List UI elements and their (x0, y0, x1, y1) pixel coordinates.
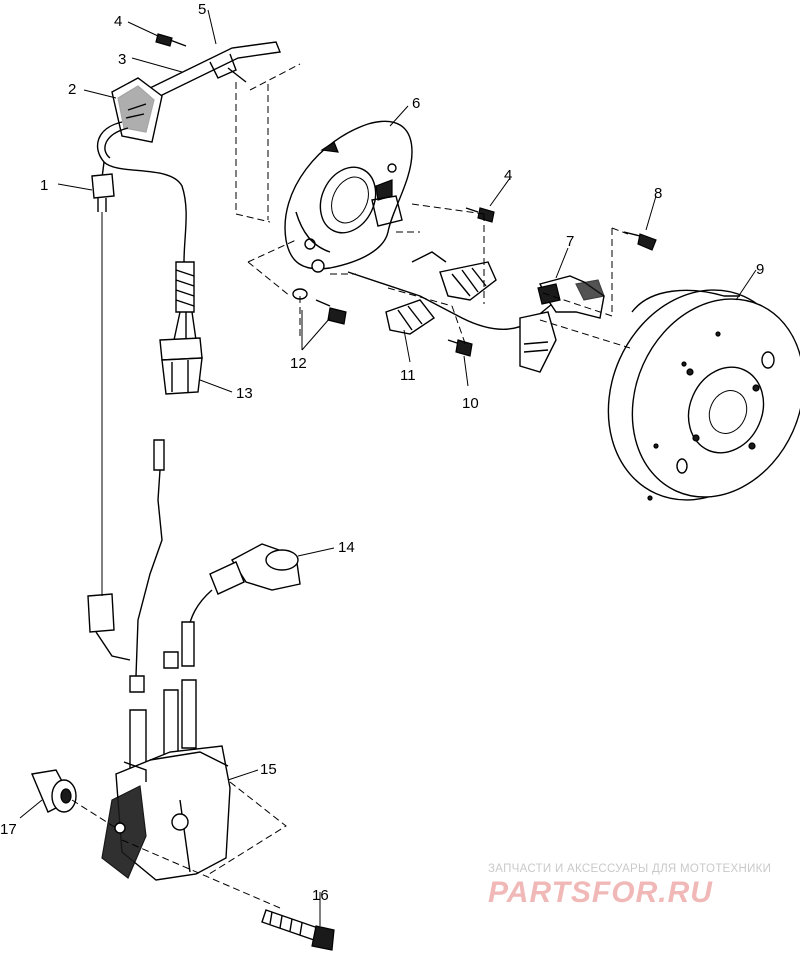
spark-plug-cap (187, 543, 301, 633)
callout-6: 6 (412, 95, 420, 112)
rubber-grommet (31, 769, 77, 813)
pickup-coils (347, 251, 605, 373)
callout-5: 5 (198, 1, 206, 18)
callout-8: 8 (654, 185, 662, 202)
mounting-bolt (261, 909, 335, 951)
watermark-tagline: ЗАПЧАСТИ И АКСЕССУАРЫ ДЛЯ МОТОТЕХНИКИ (488, 863, 771, 875)
callout-2: 2 (68, 81, 76, 98)
callout-4-top: 4 (114, 13, 122, 30)
callout-10: 10 (462, 395, 479, 412)
callout-13: 13 (236, 385, 253, 402)
ignition-coil (101, 745, 231, 881)
callout-17: 17 (0, 821, 17, 838)
callout-7: 7 (566, 233, 574, 250)
watermark-brand: PARTSFOR.RU (488, 876, 713, 909)
callout-11: 11 (400, 367, 416, 384)
flywheel (607, 289, 800, 501)
callout-14: 14 (338, 539, 355, 556)
wiring-harness (91, 33, 281, 395)
callout-4-right: 4 (504, 167, 512, 184)
ignition-wires (87, 212, 197, 773)
watermark: ЗАПЧАСТИ И АКСЕССУАРЫ ДЛЯ МОТОТЕХНИКИ PA… (488, 863, 771, 909)
callout-16: 16 (312, 887, 329, 904)
callout-labels: 1 2 3 4 4 5 6 7 8 9 10 11 12 13 14 15 16… (0, 1, 764, 904)
callout-1: 1 (40, 177, 48, 194)
callout-3: 3 (118, 51, 126, 68)
callout-15: 15 (260, 761, 277, 778)
leader-lines (19, 9, 757, 926)
assembly-lines (71, 63, 631, 909)
stator-plate (284, 120, 413, 273)
callout-9: 9 (756, 261, 764, 278)
callout-12: 12 (290, 355, 307, 372)
